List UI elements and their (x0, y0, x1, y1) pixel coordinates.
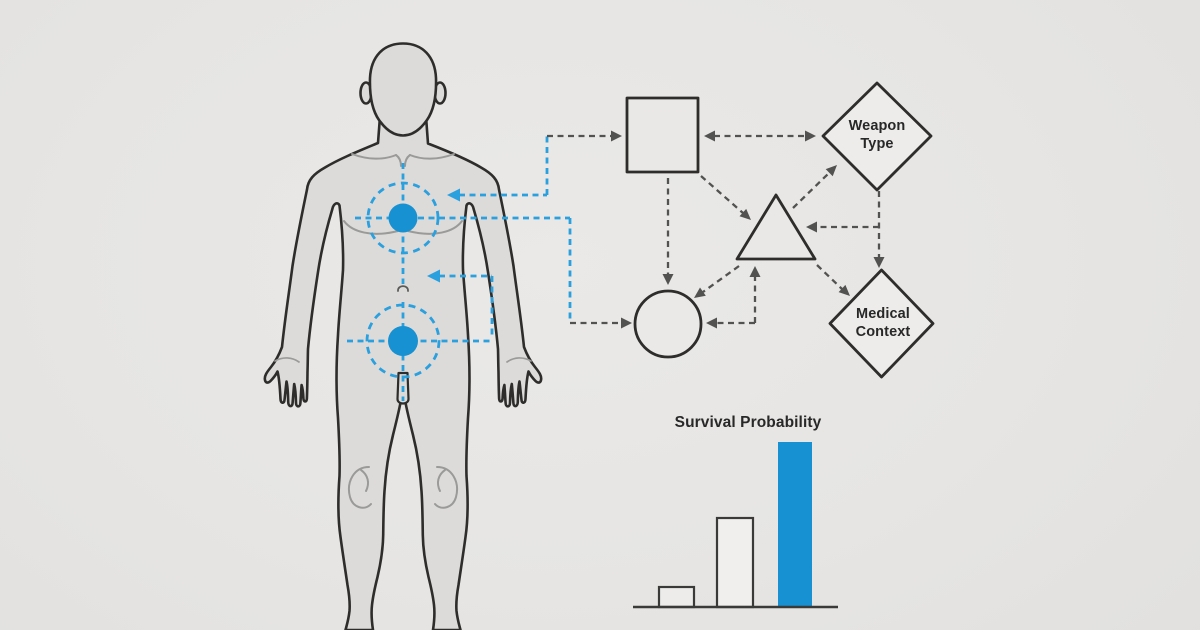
right-pec-line (407, 220, 463, 235)
pelvis-impact-dot (388, 326, 418, 356)
arrowhead-triangle-bottom (749, 266, 761, 277)
arrowhead-triangle-nw (739, 208, 751, 220)
process-square-node (625, 96, 700, 174)
edge-square-triangle (700, 175, 744, 214)
abdomen-loop-line (439, 274, 494, 339)
edge-triangle-medical (816, 264, 843, 290)
arrowhead-weapon-left (805, 130, 816, 142)
left-knee-hook (360, 469, 370, 492)
arrowhead-circle-top (662, 274, 674, 285)
arrowhead-abdomen-left (427, 269, 440, 283)
flowchart-arrowheads (611, 130, 885, 329)
flowchart-edges (547, 134, 881, 325)
impact-dots (388, 203, 418, 356)
chest-impact-dot (388, 203, 418, 233)
head (368, 42, 438, 137)
right-palm-crease (506, 357, 532, 363)
arrowhead-square-right (704, 130, 715, 142)
survival-bar-chart (633, 442, 838, 609)
weapon-type-diamond (821, 81, 933, 192)
chart-title: Survival Probability (674, 413, 822, 431)
outcome-circle-node (633, 289, 703, 359)
chest-to-square-line (459, 136, 549, 197)
navel-mark (397, 285, 409, 292)
arrowhead-weapon-sw (825, 165, 837, 177)
arrowhead-circle-right (706, 317, 717, 329)
left-collarbone-line (351, 153, 397, 160)
medical-context-diamond (828, 268, 935, 379)
bar-medium (715, 516, 755, 609)
bar-low (657, 585, 696, 609)
body-detail-lines (274, 153, 532, 509)
edge-up-into-triangle (717, 277, 757, 325)
arrowhead-circle-ne (694, 287, 706, 298)
left-pec-line (343, 220, 399, 235)
right-knee-hook (436, 469, 446, 492)
flowchart-nodes (625, 81, 935, 379)
edge-triangle-circle (702, 265, 740, 293)
arrowhead-medical-nw (838, 284, 850, 296)
edge-weapon-branch (816, 191, 881, 258)
medical-context-label: Medical Context (855, 306, 911, 340)
left-palm-crease (274, 357, 300, 363)
arrowhead-square-in (611, 130, 622, 142)
blue-arrowheads (427, 188, 460, 283)
arrowhead-chest-left (447, 188, 460, 202)
bar-high (778, 442, 812, 607)
right-knee-line (434, 466, 458, 509)
factor-triangle-node (735, 193, 817, 261)
weapon-type-label: Weapon Type (848, 118, 906, 152)
sternum-notch-line (404, 154, 411, 167)
right-collarbone-line (409, 153, 455, 160)
sternum-notch-line (395, 154, 402, 167)
left-knee-line (348, 466, 372, 509)
edge-triangle-weapon (792, 172, 830, 209)
arrowhead-triangle-right (806, 221, 817, 233)
arrowhead-medical-top (873, 257, 885, 268)
arrowhead-circle-left (621, 317, 632, 329)
